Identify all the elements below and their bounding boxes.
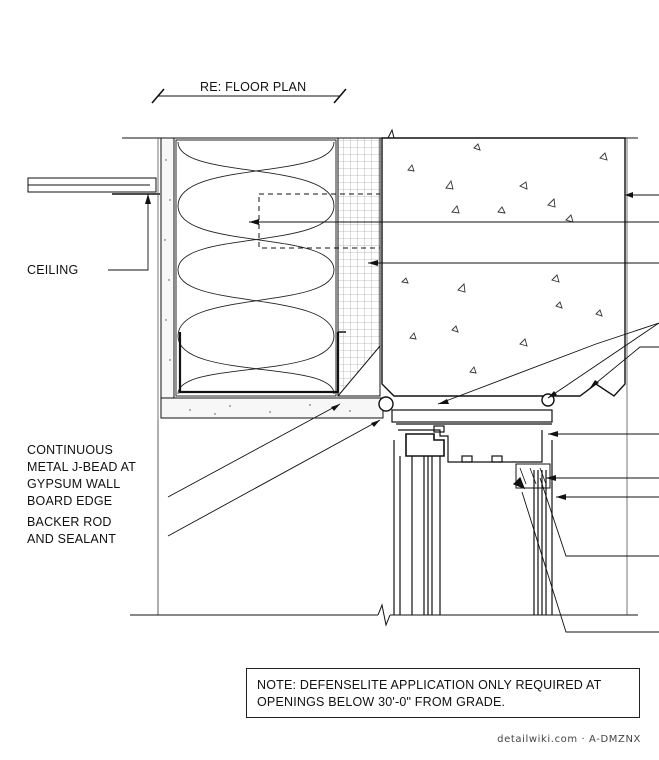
arrowheads — [145, 192, 633, 500]
source-watermark: detailwiki.com · A-DMZNX — [497, 734, 641, 745]
ceiling-line — [27, 177, 160, 195]
batt-insulation — [175, 139, 337, 397]
wall-guide-lines — [157, 138, 628, 615]
jbead-label-line-3: GYPSUM WALL — [27, 477, 121, 491]
note-line-2: OPENINGS BELOW 30'-0" FROM GRADE. — [257, 695, 506, 709]
mesh-panel — [336, 137, 381, 397]
hidden-outline — [258, 193, 381, 249]
jbead-label-line-2: METAL J-BEAD AT — [27, 460, 137, 474]
jbead-label-line-1: CONTINUOUS — [27, 443, 114, 457]
floor-plan-reference-line — [151, 88, 347, 104]
ceiling-label: CEILING — [27, 263, 79, 277]
leader-lines — [108, 194, 659, 633]
window-frame — [391, 409, 553, 615]
metal-track — [178, 331, 346, 394]
backer-rod-label-line-2: AND SEALANT — [27, 532, 117, 546]
floor-plan-reference-label: RE: FLOOR PLAN — [200, 80, 307, 94]
bottom-break-line — [130, 603, 638, 627]
jbead-label-line-4: BOARD EDGE — [27, 494, 113, 508]
backer-rod-label-line-1: BACKER ROD — [27, 515, 112, 529]
note-line-1: NOTE: DEFENSELITE APPLICATION ONLY REQUI… — [257, 678, 602, 692]
concrete-block — [381, 137, 626, 397]
note-box: NOTE: DEFENSELITE APPLICATION ONLY REQUI… — [246, 668, 640, 718]
